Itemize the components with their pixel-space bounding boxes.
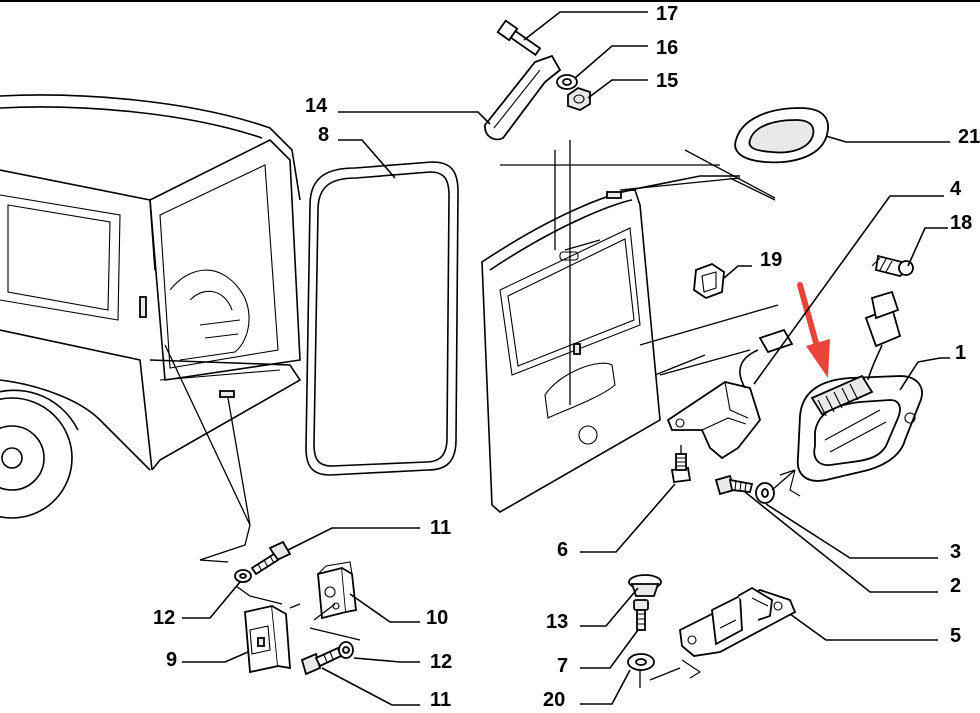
callout-19: 19 bbox=[760, 249, 782, 271]
callout-12-upper: 12 bbox=[153, 607, 175, 629]
top-border-line bbox=[0, 0, 980, 2]
striker-plate-part-9 bbox=[244, 604, 291, 674]
callout-8: 8 bbox=[318, 124, 329, 146]
callout-6: 6 bbox=[557, 539, 568, 561]
latch-lock-part-4 bbox=[666, 328, 794, 460]
clip-part-18 bbox=[871, 254, 914, 277]
door-seal-part-8 bbox=[305, 161, 459, 476]
callout-11-upper: 11 bbox=[430, 517, 451, 539]
washer-part-20 bbox=[627, 653, 655, 671]
callout-1: 1 bbox=[955, 342, 966, 364]
callout-17: 17 bbox=[656, 3, 678, 25]
bush-part-13 bbox=[628, 574, 662, 597]
bolt-part-11-lower bbox=[300, 646, 343, 676]
callout-16: 16 bbox=[656, 37, 678, 59]
trim-ring-part-21 bbox=[734, 107, 829, 164]
washer-part-12-upper bbox=[234, 569, 252, 583]
clip-part-19 bbox=[693, 262, 725, 300]
callout-10: 10 bbox=[426, 607, 448, 629]
outer-handle-part-1 bbox=[789, 290, 923, 497]
screw-part-6 bbox=[670, 445, 692, 484]
callout-4: 4 bbox=[950, 178, 962, 200]
screw-part-7 bbox=[633, 599, 649, 631]
hinge-group bbox=[484, 19, 591, 141]
bolt-part-11-upper bbox=[250, 540, 292, 576]
callout-14: 14 bbox=[305, 95, 328, 117]
washer-part-12-lower bbox=[338, 641, 354, 659]
callout-7: 7 bbox=[557, 655, 568, 677]
callout-15: 15 bbox=[656, 70, 678, 92]
callout-11-lower: 11 bbox=[430, 689, 451, 708]
callout-18: 18 bbox=[950, 212, 972, 234]
callout-21: 21 bbox=[958, 126, 980, 148]
callout-20: 20 bbox=[543, 689, 565, 708]
callout-12-lower: 12 bbox=[430, 651, 452, 673]
striker-part-5 bbox=[679, 586, 797, 679]
callout-5: 5 bbox=[950, 625, 961, 647]
callout-labels: 17 16 15 14 8 21 4 18 19 1 3 2 5 6 11 12… bbox=[153, 3, 980, 711]
washer-part-3 bbox=[755, 482, 775, 504]
bracket-part-10 bbox=[317, 561, 357, 620]
callout-9: 9 bbox=[166, 649, 177, 671]
red-indicator-arrow bbox=[797, 282, 830, 378]
callout-3: 3 bbox=[950, 541, 961, 563]
bolt-part-2 bbox=[714, 474, 754, 496]
callout-2: 2 bbox=[950, 575, 961, 597]
tailgate-panel bbox=[481, 140, 779, 513]
callout-13: 13 bbox=[546, 611, 568, 633]
van-illustration bbox=[0, 94, 302, 561]
leader-lines bbox=[182, 11, 950, 706]
